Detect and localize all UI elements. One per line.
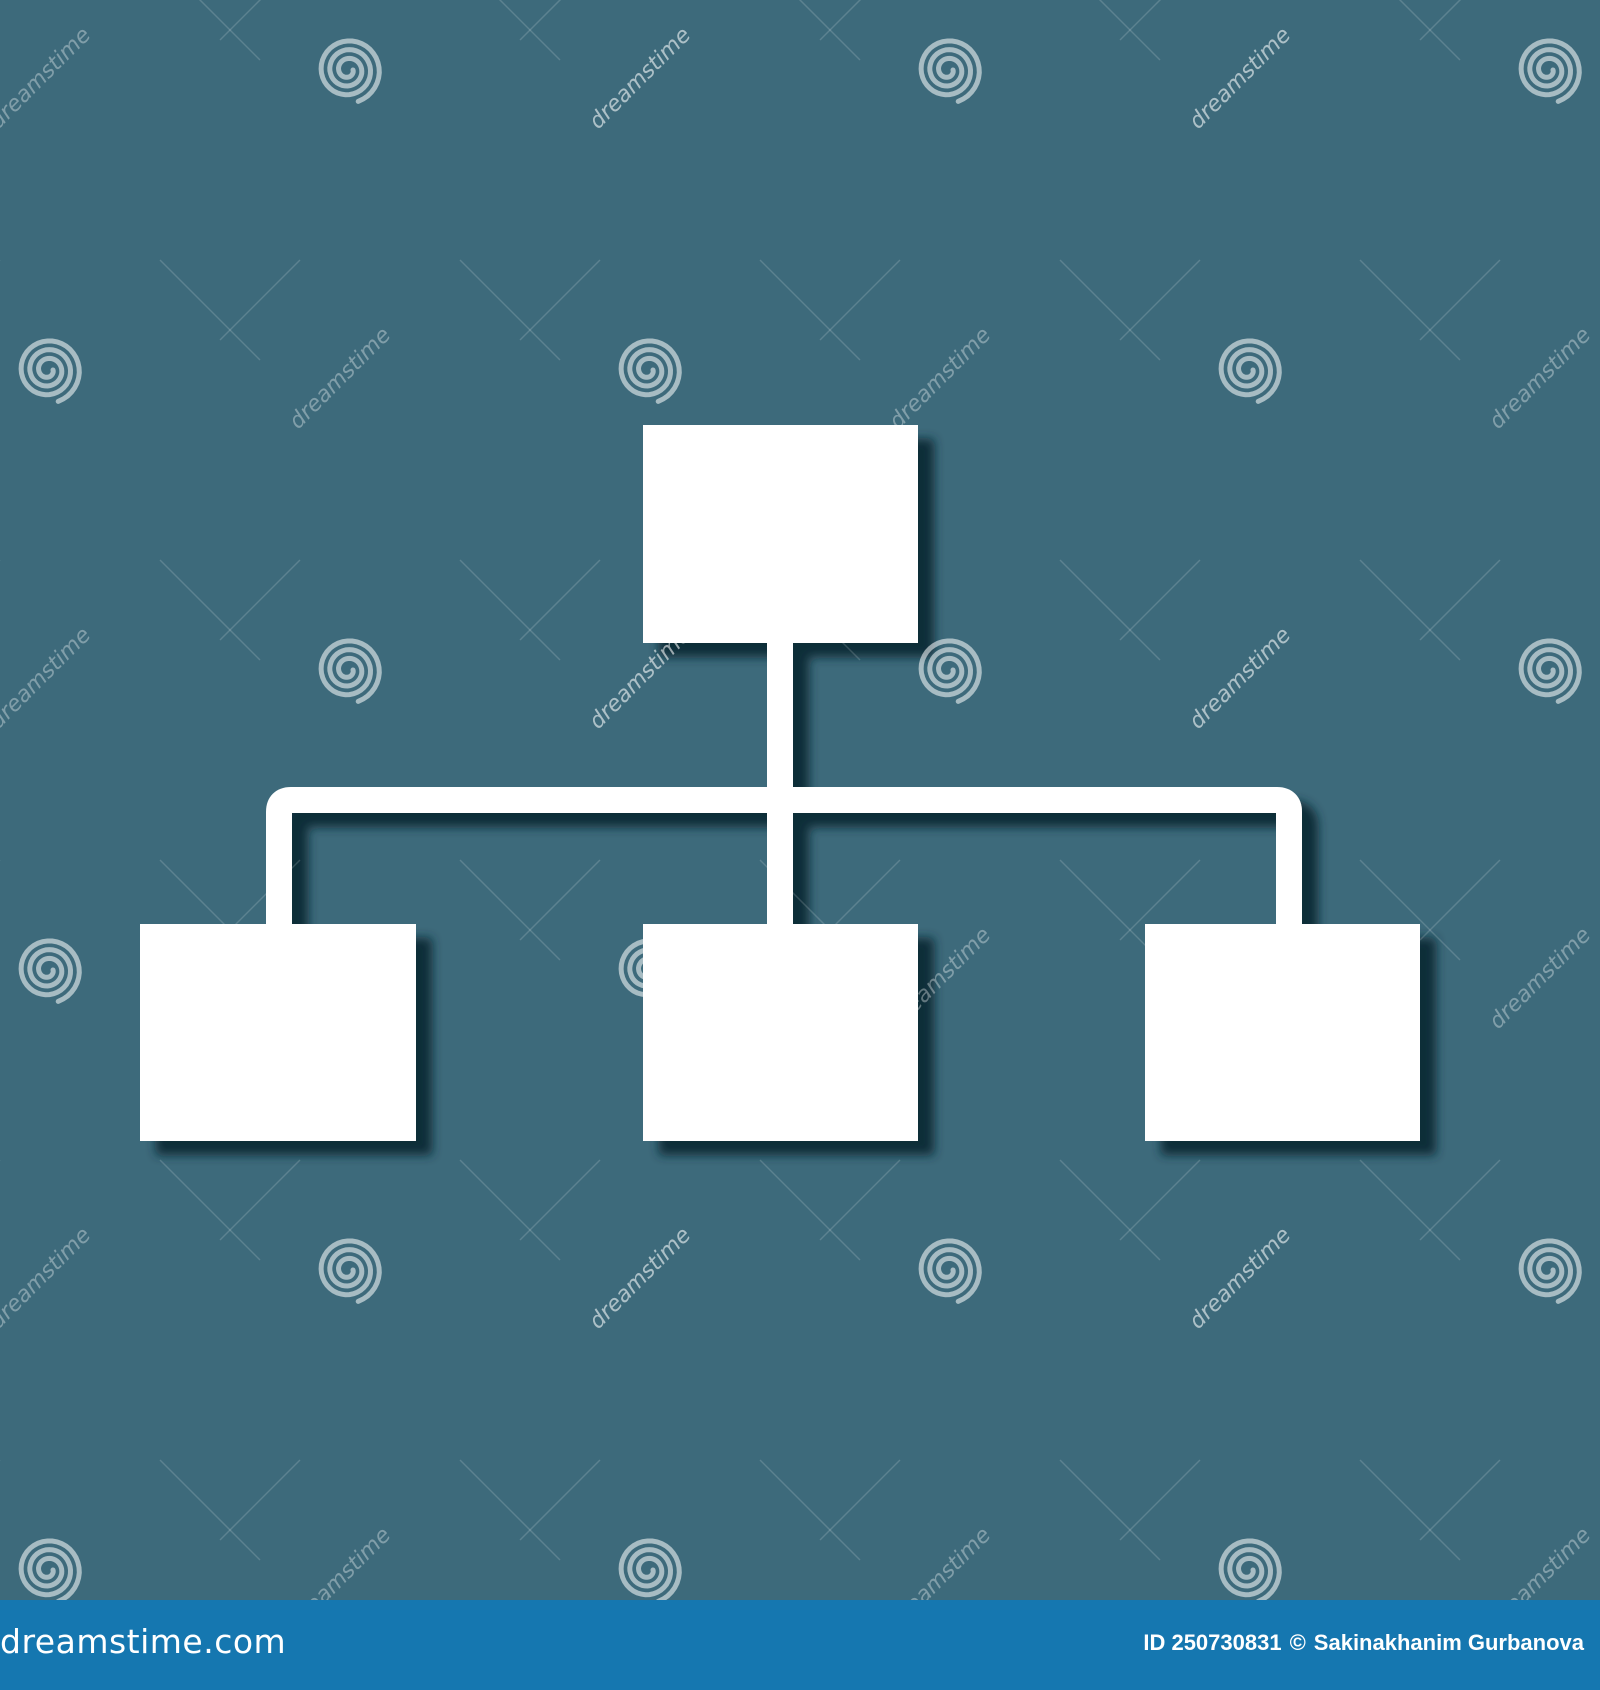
- footer-brand: dreamstime.com: [0, 1622, 287, 1661]
- hierarchy-diagram: [140, 425, 1420, 1141]
- image-id: ID 250730831: [1143, 1630, 1282, 1655]
- child-node-right: [1145, 924, 1420, 1141]
- connector-lines: [266, 642, 1302, 924]
- footer-bar: dreamstime.com ID 250730831 © Sakinakhan…: [0, 1600, 1600, 1690]
- diagram-shapes: [140, 425, 1420, 1141]
- child-node-left: [140, 924, 416, 1141]
- author-name: Sakinakhanim Gurbanova: [1313, 1630, 1584, 1655]
- copyright-symbol: ©: [1289, 1630, 1306, 1655]
- root-node: [643, 425, 918, 643]
- child-node-center: [643, 924, 918, 1141]
- footer-credit: ID 250730831 © Sakinakhanim Gurbanova: [1143, 1630, 1584, 1656]
